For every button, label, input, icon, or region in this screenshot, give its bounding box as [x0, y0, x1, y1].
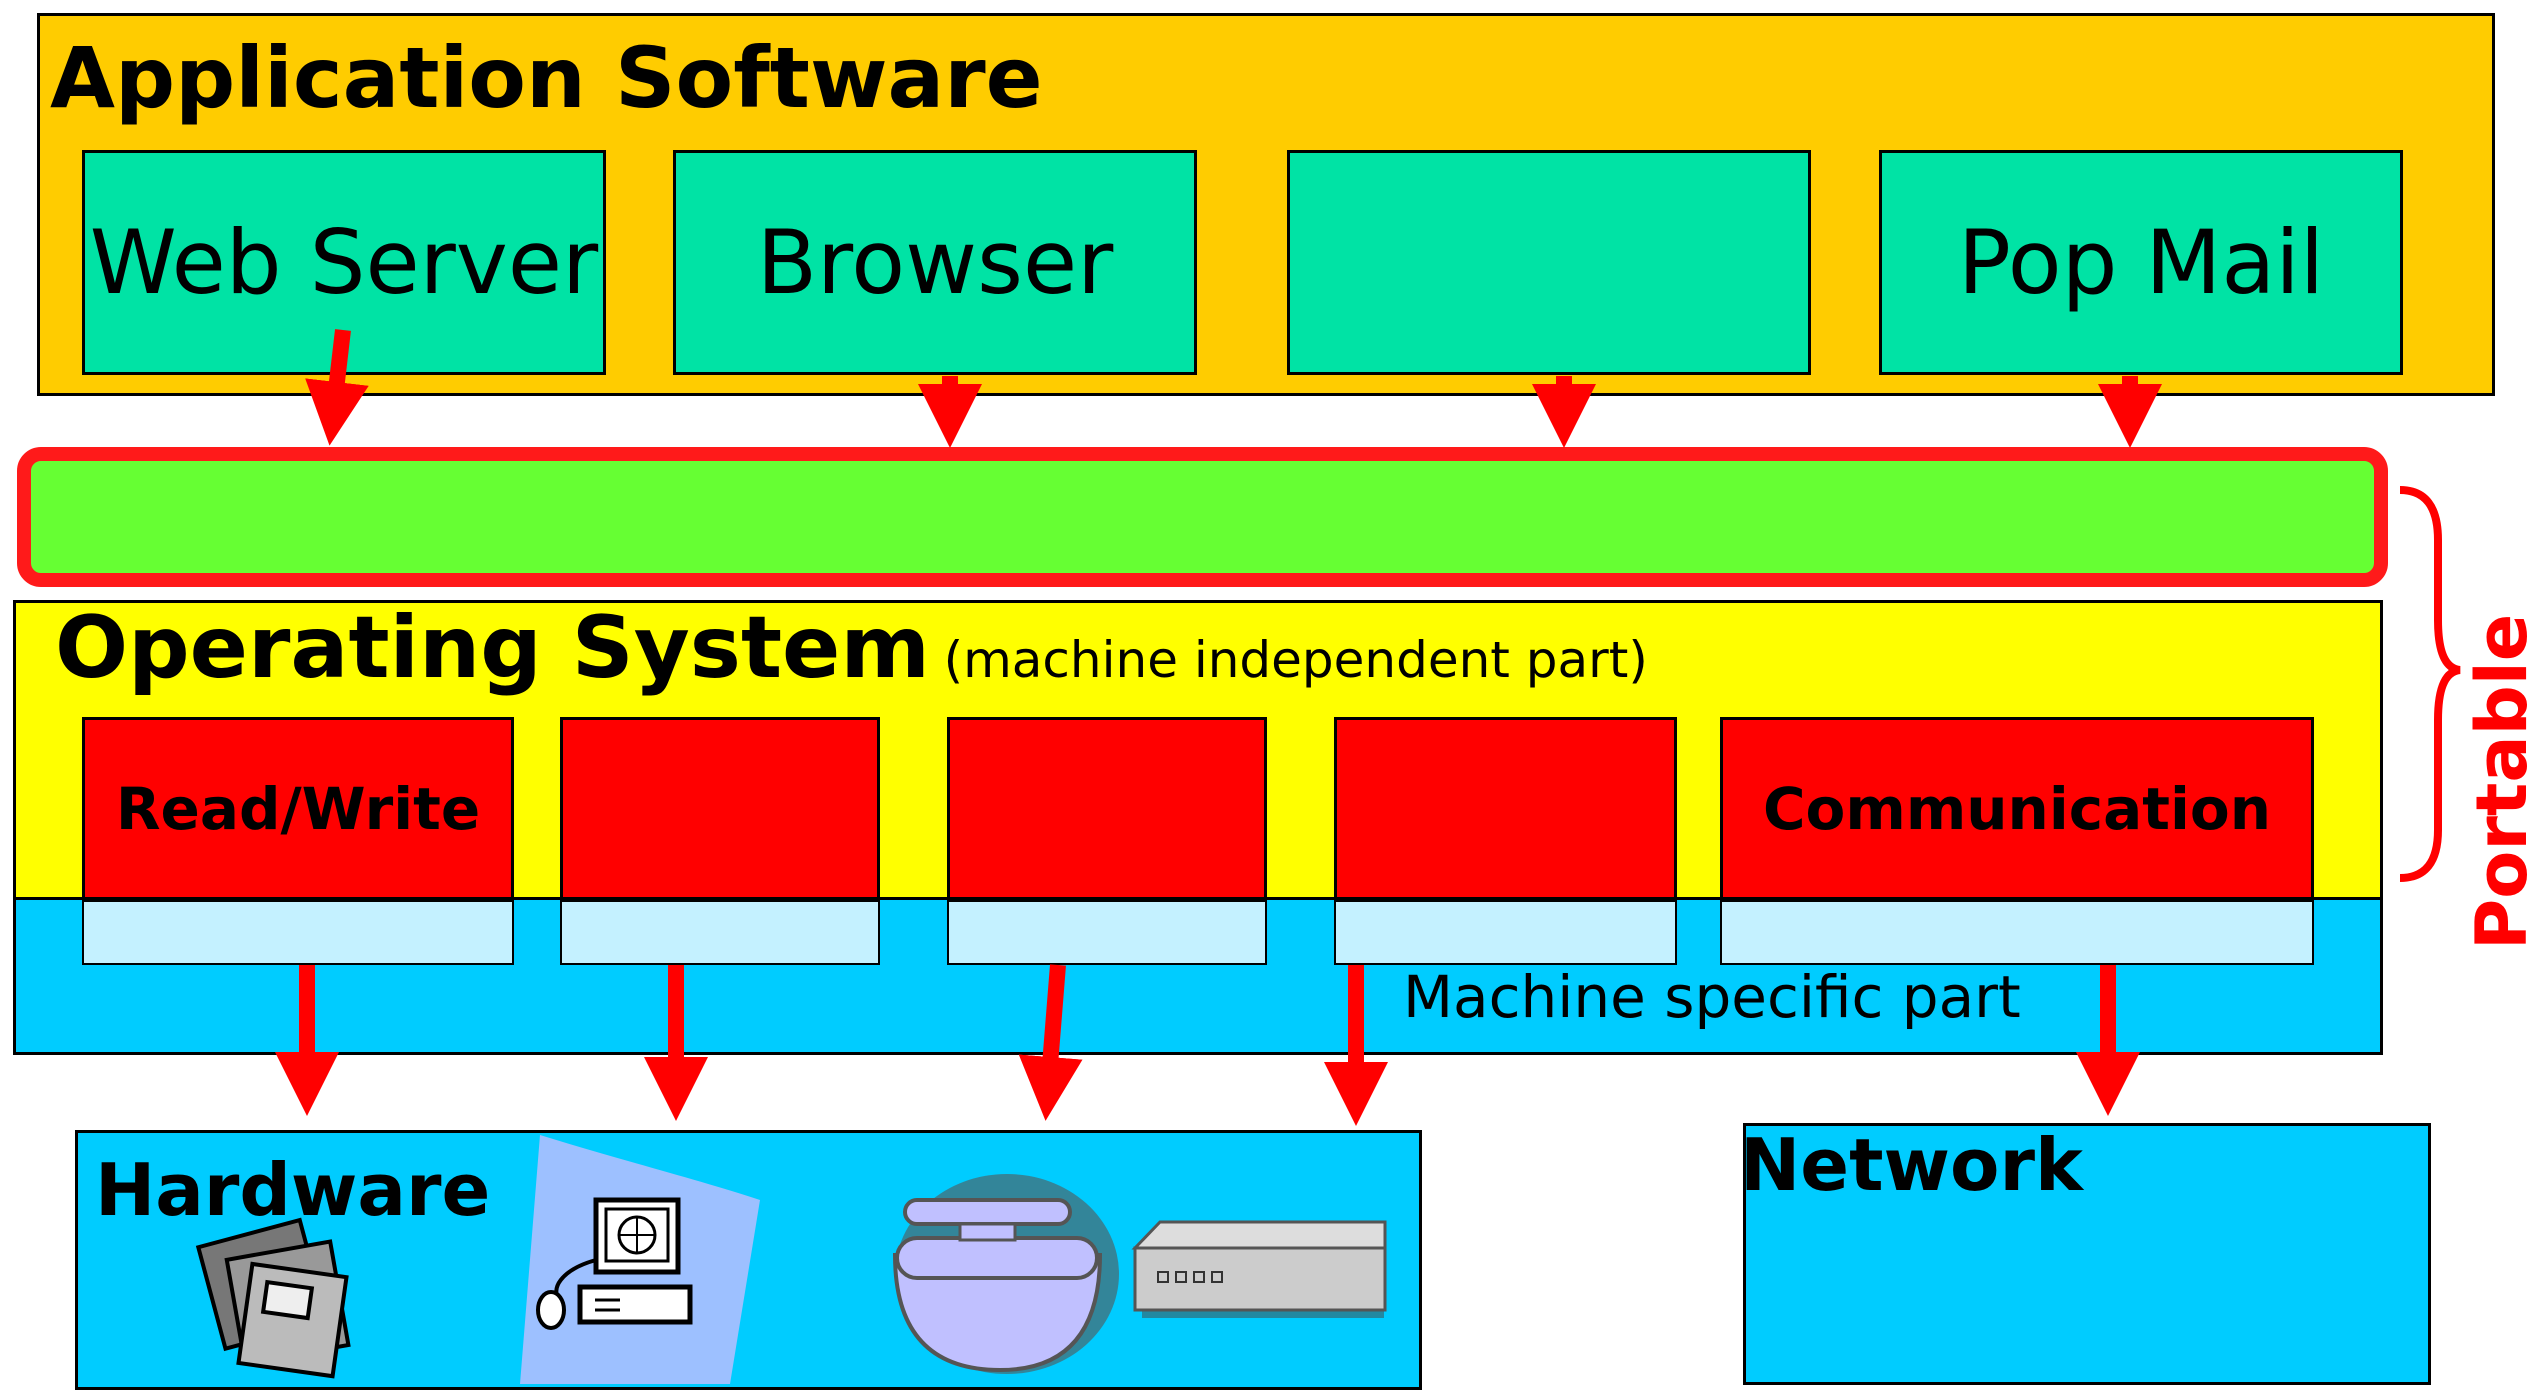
os-box-2: [560, 717, 880, 900]
application-software-title: Application Software: [50, 29, 1043, 127]
network-title: Network: [1740, 1123, 2083, 1207]
machine-box-3: [947, 900, 1267, 965]
network-device-icon: [1131, 1220, 1387, 1318]
communication-box: Communication: [1720, 717, 2314, 900]
arrow-hw-3: [1018, 964, 1083, 1121]
network-layer: [1743, 1123, 2431, 1385]
portable-label: Portable: [2461, 613, 2540, 950]
hardware-arrows: [275, 964, 2140, 1126]
application-box-3: [1287, 150, 1811, 375]
machine-specific-label: Machine specific part: [1403, 963, 2021, 1031]
portable-bracket: [2399, 486, 2461, 882]
operating-system-title: Operating System (machine independent pa…: [55, 598, 1648, 722]
keyboard-icon: [892, 1174, 1119, 1374]
arrow-web-server: [305, 329, 369, 446]
os-box-4: [1334, 717, 1677, 900]
machine-box-1: [82, 900, 514, 965]
portable-interface-layer: [17, 447, 2388, 587]
computer-icon: [520, 1135, 760, 1384]
hardware-title: Hardware: [95, 1148, 491, 1232]
read-write-box: Read/Write: [82, 717, 514, 900]
operating-system-subtitle: (machine independent part): [943, 631, 1648, 689]
machine-box-4: [1334, 900, 1677, 965]
floppy-disks-icon: [195, 1217, 351, 1379]
pop-mail-box: Pop Mail: [1879, 150, 2403, 375]
machine-box-5: [1720, 900, 2314, 965]
os-box-3: [947, 717, 1267, 900]
machine-box-2: [560, 900, 880, 965]
app-arrows: [305, 329, 2162, 448]
operating-system-title-text: Operating System: [55, 598, 930, 698]
browser-box: Browser: [673, 150, 1197, 375]
